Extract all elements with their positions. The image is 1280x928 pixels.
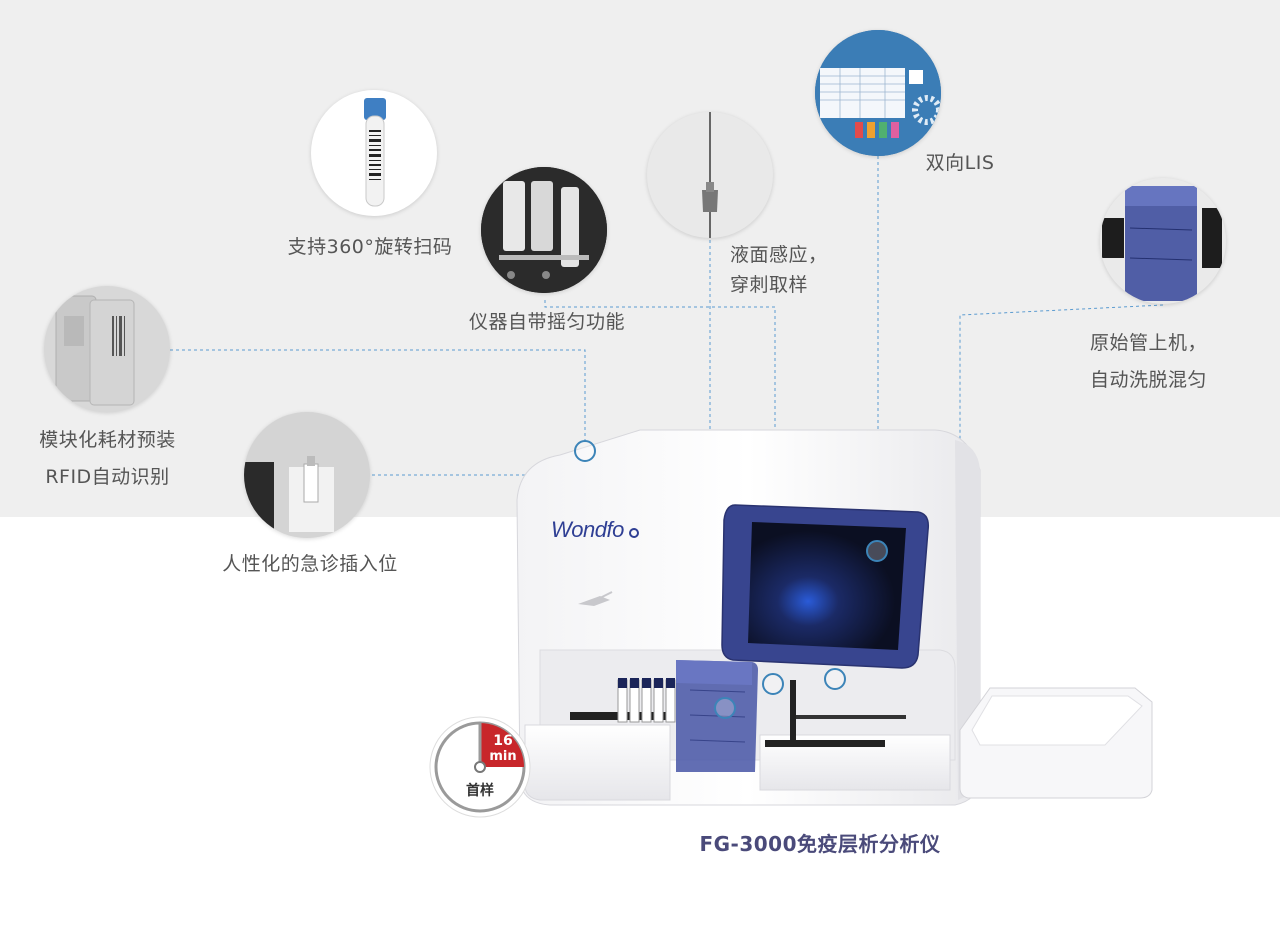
consumables-thumbnail [44,286,170,412]
feature-label-primary-tube-line1: 原始管上机， [1090,332,1208,354]
mixing-thumbnail [481,167,607,293]
hotspot-needle[interactable] [762,673,784,695]
brand-logo: Wondfo [551,517,624,542]
feature-label-consumables-line1: 模块化耗材预装 [39,429,176,451]
hotspot-rack[interactable] [714,697,736,719]
lis-screen-thumbnail [815,30,941,156]
feature-label-consumables-line2: RFID自动识别 [45,466,170,488]
first-sample-label: 首样 [466,783,494,799]
hotspot-screen[interactable] [866,540,888,562]
emergency-slot-thumbnail [244,412,370,538]
feature-label-consumables: 模块化耗材预装 RFID自动识别 [20,422,195,496]
product-title: FG-3000免疫层析分析仪 [699,832,941,856]
feature-label-emergency: 人性化的急诊插入位 [222,553,398,575]
feature-label-liquid-sense-line2: 穿刺取样 [730,274,809,296]
first-sample-time: 16 [493,733,513,749]
feature-label-liquid-sense-line1: 液面感应， [730,244,828,266]
feature-label-primary-tube: 原始管上机， 自动洗脱混匀 [1090,325,1230,399]
primary-tube-rack-thumbnail [1100,178,1226,304]
hotspot-consumables[interactable] [574,440,596,462]
feature-label-lis: 双向LIS [925,152,995,174]
hotspot-tray[interactable] [824,668,846,690]
feature-label-primary-tube-line2: 自动洗脱混匀 [1090,369,1208,391]
first-sample-unit: min [489,749,517,764]
feature-label-liquid-sense: 液面感应， 穿刺取样 [730,240,840,300]
barcode-tube-thumbnail [311,90,437,216]
feature-label-barcode-scan: 支持360°旋转扫码 [287,236,453,258]
brand-logo-dot-icon [629,528,639,538]
feature-label-mixing: 仪器自带摇匀功能 [468,311,625,333]
needle-thumbnail [647,112,773,238]
